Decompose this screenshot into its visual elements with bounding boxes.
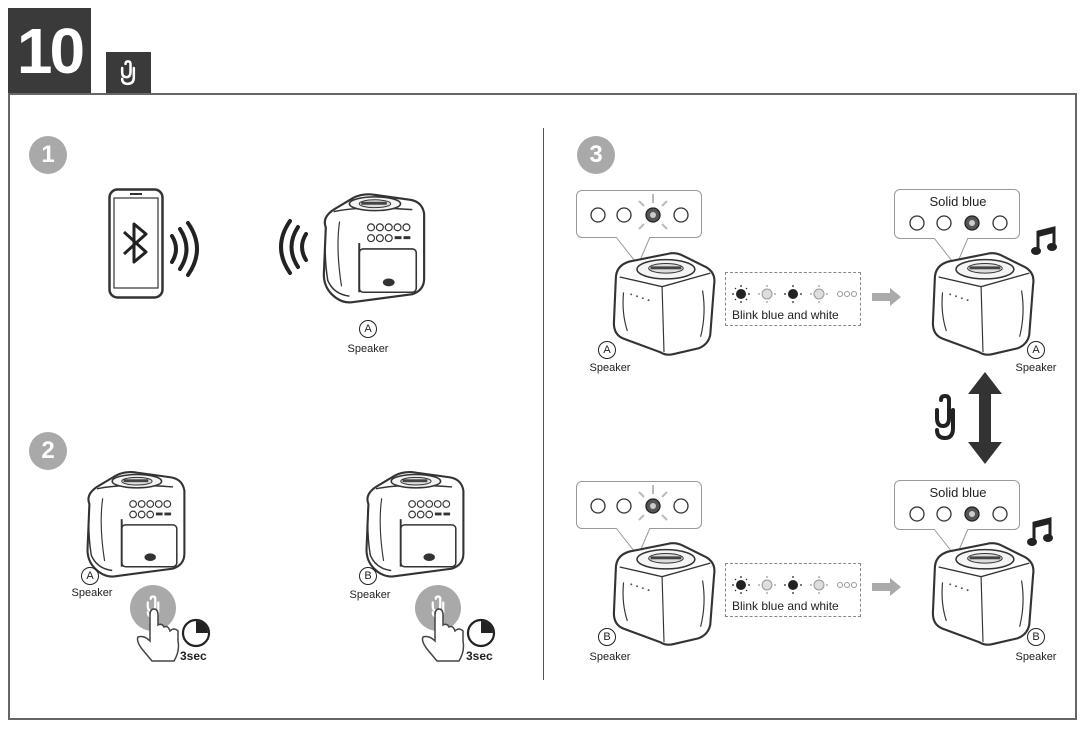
arrow-right-icon bbox=[872, 578, 901, 596]
speaker-a-marker: A bbox=[81, 567, 99, 585]
step-3-number: 3 bbox=[577, 136, 615, 174]
speaker-a-illustration bbox=[606, 250, 722, 356]
signal-waves-left-icon bbox=[279, 219, 308, 275]
speaker-a-illustration bbox=[313, 188, 433, 306]
instruction-frame bbox=[8, 93, 1077, 720]
speaker-a-illustration bbox=[925, 250, 1041, 356]
blink-label-a: Blink blue and white bbox=[732, 308, 839, 322]
press-link-button-b bbox=[415, 585, 496, 662]
hold-duration-a: 3sec bbox=[180, 649, 207, 663]
link-icon bbox=[935, 393, 955, 441]
led-bubble-solid-a: Solid blue bbox=[894, 189, 1020, 239]
music-note-icon bbox=[1031, 226, 1057, 255]
signal-waves-right-icon bbox=[170, 221, 199, 277]
step-number-badge: 10 bbox=[8, 8, 91, 94]
speaker-b-illustration bbox=[357, 466, 471, 580]
double-arrow-icon bbox=[968, 372, 1002, 464]
speaker-a-marker: A bbox=[359, 320, 377, 338]
led-bubble-blinking-b bbox=[576, 481, 702, 529]
blink-indicator-box-b: Blink blue and white bbox=[725, 563, 861, 617]
speaker-b-illustration bbox=[606, 540, 722, 646]
link-icon bbox=[118, 60, 138, 86]
music-note-icon bbox=[1027, 517, 1053, 546]
panel-divider bbox=[543, 128, 544, 680]
blink-indicator-box-a: Blink blue and white bbox=[725, 272, 861, 326]
speaker-a-illustration bbox=[78, 466, 192, 580]
speaker-a-label: Speaker bbox=[71, 587, 113, 599]
speaker-a-label: Speaker bbox=[589, 362, 631, 374]
led-bubble-solid-b: Solid blue bbox=[894, 480, 1020, 530]
speaker-a-label: Speaker bbox=[1015, 362, 1057, 374]
step-2-number: 2 bbox=[29, 432, 67, 470]
press-link-button-a bbox=[130, 585, 211, 662]
solid-label-b: Solid blue bbox=[929, 485, 987, 500]
arrow-right-icon bbox=[872, 288, 901, 306]
speaker-b-label: Speaker bbox=[349, 589, 391, 601]
solid-label-a: Solid blue bbox=[929, 194, 987, 209]
speaker-b-marker: B bbox=[598, 628, 616, 646]
link-badge bbox=[106, 52, 151, 94]
step-1-number: 1 bbox=[29, 136, 67, 174]
speaker-b-marker: B bbox=[359, 567, 377, 585]
hold-duration-b: 3sec bbox=[466, 649, 493, 663]
speaker-b-marker: B bbox=[1027, 628, 1045, 646]
speaker-b-illustration bbox=[925, 540, 1041, 646]
speaker-b-label: Speaker bbox=[1015, 651, 1057, 663]
blink-label-b: Blink blue and white bbox=[732, 599, 839, 613]
speaker-a-marker: A bbox=[1027, 341, 1045, 359]
bluetooth-icon bbox=[122, 222, 148, 264]
speaker-b-label: Speaker bbox=[589, 651, 631, 663]
speaker-a-marker: A bbox=[598, 341, 616, 359]
led-bubble-blinking-a bbox=[576, 190, 702, 238]
speaker-a-label: Speaker bbox=[347, 343, 389, 355]
